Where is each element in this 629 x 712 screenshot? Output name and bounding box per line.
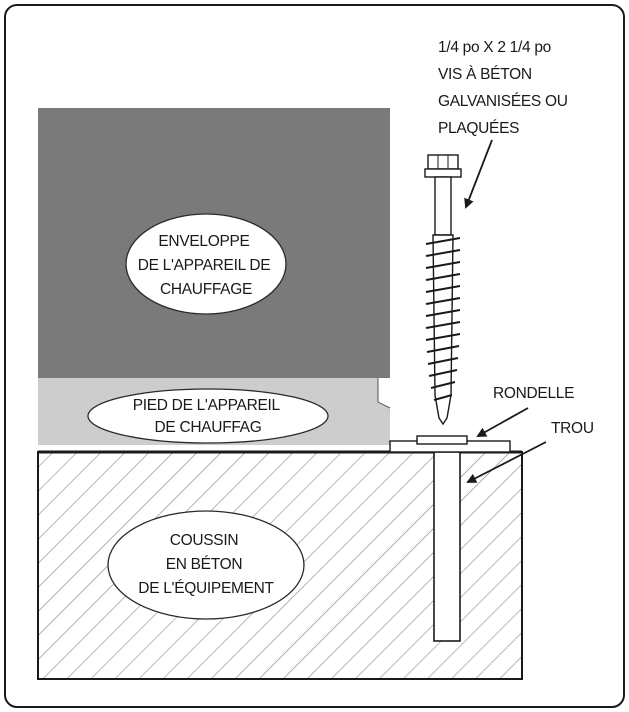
- housing-label-line: ENVELOPPE: [158, 233, 249, 250]
- concrete-screw: [424, 154, 462, 426]
- pad-label-line: COUSSIN: [170, 532, 239, 549]
- screw-callout: 1/4 po X 2 1/4 po VIS À BÉTON GALVANISÉE…: [438, 39, 572, 137]
- pad-label-ellipse: [107, 510, 305, 620]
- screw-callout-line: 1/4 po X 2 1/4 po: [438, 39, 551, 56]
- screw-callout-line: GALVANISÉES OU: [438, 93, 568, 110]
- housing-label-ellipse: [125, 213, 287, 315]
- washer-label: RONDELLE: [493, 385, 574, 402]
- pad-label-line: DE L'ÉQUIPEMENT: [138, 580, 274, 597]
- foot-label-line: PIED DE L'APPAREIL: [133, 397, 281, 414]
- housing-label: ENVELOPPE DE L'APPAREIL DE CHAUFFAGE: [138, 233, 275, 298]
- foot-label-line: DE CHAUFFAG: [155, 419, 262, 436]
- hole-label: TROU: [551, 420, 594, 437]
- foot-label: PIED DE L'APPAREIL DE CHAUFFAG: [133, 397, 284, 436]
- screw-leader-arrow: [464, 139, 493, 209]
- washer-leader-arrow: [476, 407, 529, 437]
- pad-label: COUSSIN EN BÉTON DE L'ÉQUIPEMENT: [138, 532, 274, 597]
- pad-label-line: EN BÉTON: [166, 556, 243, 573]
- screw-callout-line: VIS À BÉTON: [438, 66, 532, 83]
- hole-leader-arrow: [466, 441, 547, 483]
- drilled-hole: [433, 451, 461, 642]
- foot-label-ellipse: [87, 388, 329, 444]
- housing-label-line: DE L'APPAREIL DE: [138, 257, 271, 274]
- screw-callout-line: PLAQUÉES: [438, 120, 519, 137]
- housing-label-line: CHAUFFAGE: [160, 281, 252, 298]
